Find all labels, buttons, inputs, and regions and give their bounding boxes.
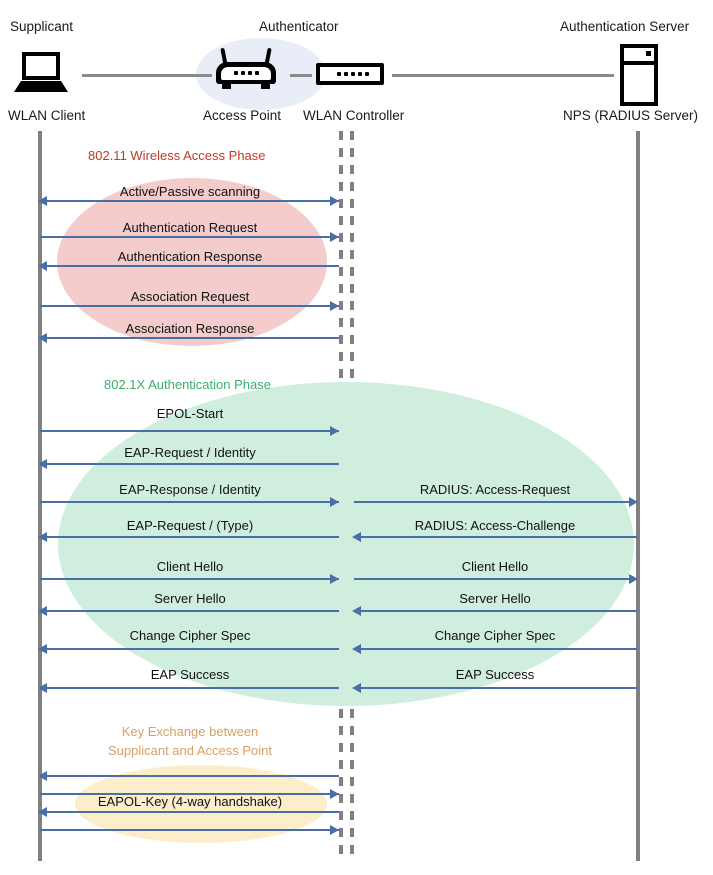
msg-arrowhead-left-15 <box>38 807 47 817</box>
msg-line-left-4 <box>40 337 339 339</box>
msg-line-left-14 <box>40 793 339 795</box>
device-label-access-point: Access Point <box>203 108 282 123</box>
msg-label-left-8: EAP-Request / (Type) <box>126 518 254 533</box>
msg-label-left-4: Association Response <box>125 321 255 336</box>
msg-line-left-16 <box>40 829 339 831</box>
msg-line-left-12 <box>40 687 339 689</box>
lifeline-auth-server <box>636 131 640 861</box>
msg-label-left-15: EAPOL-Key (4-way handshake) <box>97 794 283 809</box>
phase-caption-8021x: 802.1X Authentication Phase <box>104 377 271 392</box>
msg-label-left-0: Active/Passive scanning <box>119 184 261 199</box>
msg-line-left-15 <box>40 811 339 813</box>
phase-caption-key-line1: Key Exchange between <box>121 724 259 739</box>
msg-line-right-5 <box>354 687 637 689</box>
msg-label-left-5: EPOL-Start <box>156 406 224 421</box>
msg-line-right-3 <box>354 610 637 612</box>
msg-line-left-9 <box>40 578 339 580</box>
msg-label-left-7: EAP-Response / Identity <box>119 482 261 497</box>
msg-line-right-4 <box>354 648 637 650</box>
msg-arrowhead-right-5 <box>352 683 361 693</box>
msg-arrowhead-left-2 <box>38 261 47 271</box>
msg-arrowhead-left-8 <box>38 532 47 542</box>
wire-controller-server <box>392 74 614 77</box>
msg-arrowhead-left-0b <box>330 196 339 206</box>
msg-arrowhead-right-0 <box>629 497 638 507</box>
msg-line-left-2 <box>40 265 339 267</box>
msg-arrowhead-left-1 <box>330 232 339 242</box>
msg-label-right-1: RADIUS: Access-Challenge <box>414 518 576 533</box>
msg-line-left-0 <box>40 200 339 202</box>
laptop-icon <box>14 52 68 93</box>
device-label-wlan-client: WLAN Client <box>8 108 86 123</box>
wire-ap-controller <box>290 74 312 77</box>
msg-arrowhead-left-7 <box>330 497 339 507</box>
msg-arrowhead-left-16 <box>330 825 339 835</box>
msg-label-right-3: Server Hello <box>459 591 531 606</box>
msg-arrowhead-left-3 <box>330 301 339 311</box>
msg-line-left-3 <box>40 305 339 307</box>
msg-line-left-10 <box>40 610 339 612</box>
msg-line-left-6 <box>40 463 339 465</box>
msg-label-left-11: Change Cipher Spec <box>129 628 251 643</box>
msg-arrowhead-left-13 <box>38 771 47 781</box>
msg-line-right-0 <box>354 501 637 503</box>
msg-arrowhead-left-9 <box>330 574 339 584</box>
msg-label-left-1: Authentication Request <box>122 220 258 235</box>
role-title-supplicant: Supplicant <box>10 19 74 34</box>
msg-label-right-2: Client Hello <box>461 559 529 574</box>
phase-ellipse-8021x <box>58 382 634 706</box>
device-label-wlan-controller: WLAN Controller <box>303 108 405 123</box>
msg-label-right-5: EAP Success <box>455 667 535 682</box>
msg-line-right-2 <box>354 578 637 580</box>
wlan-controller-icon <box>316 63 384 85</box>
role-title-authenticator: Authenticator <box>259 19 339 34</box>
msg-line-left-7 <box>40 501 339 503</box>
role-title-auth-server: Authentication Server <box>560 19 690 34</box>
msg-arrowhead-right-3 <box>352 606 361 616</box>
msg-label-left-12: EAP Success <box>150 667 230 682</box>
msg-label-left-2: Authentication Response <box>117 249 263 264</box>
msg-label-left-10: Server Hello <box>154 591 226 606</box>
msg-arrowhead-left-12 <box>38 683 47 693</box>
msg-arrowhead-left-5 <box>330 426 339 436</box>
msg-arrowhead-right-1 <box>352 532 361 542</box>
msg-line-left-13 <box>40 775 339 777</box>
lifeline-supplicant <box>38 131 42 861</box>
msg-arrowhead-left-11 <box>38 644 47 654</box>
msg-arrowhead-left-10 <box>38 606 47 616</box>
server-icon <box>620 44 658 106</box>
device-label-nps: NPS (RADIUS Server) <box>563 108 699 123</box>
msg-label-right-0: RADIUS: Access-Request <box>419 482 571 497</box>
wire-client-ap <box>82 74 212 77</box>
phase-caption-80211: 802.11 Wireless Access Phase <box>88 148 266 163</box>
access-point-icon <box>216 47 276 92</box>
msg-line-left-1 <box>40 236 339 238</box>
msg-arrowhead-right-4 <box>352 644 361 654</box>
msg-arrowhead-left-4 <box>38 333 47 343</box>
msg-arrowhead-right-2 <box>629 574 638 584</box>
msg-line-right-1 <box>354 536 637 538</box>
msg-line-left-8 <box>40 536 339 538</box>
msg-label-left-6: EAP-Request / Identity <box>124 445 256 460</box>
msg-label-right-4: Change Cipher Spec <box>434 628 556 643</box>
phase-ellipse-80211 <box>57 178 327 346</box>
msg-arrowhead-left-0 <box>38 196 47 206</box>
msg-arrowhead-left-14 <box>330 789 339 799</box>
msg-label-left-9: Client Hello <box>156 559 224 574</box>
msg-label-left-3: Association Request <box>130 289 250 304</box>
msg-line-left-5 <box>40 430 339 432</box>
msg-arrowhead-left-6 <box>38 459 47 469</box>
phase-caption-key-line2: Supplicant and Access Point <box>107 743 273 758</box>
msg-line-left-11 <box>40 648 339 650</box>
